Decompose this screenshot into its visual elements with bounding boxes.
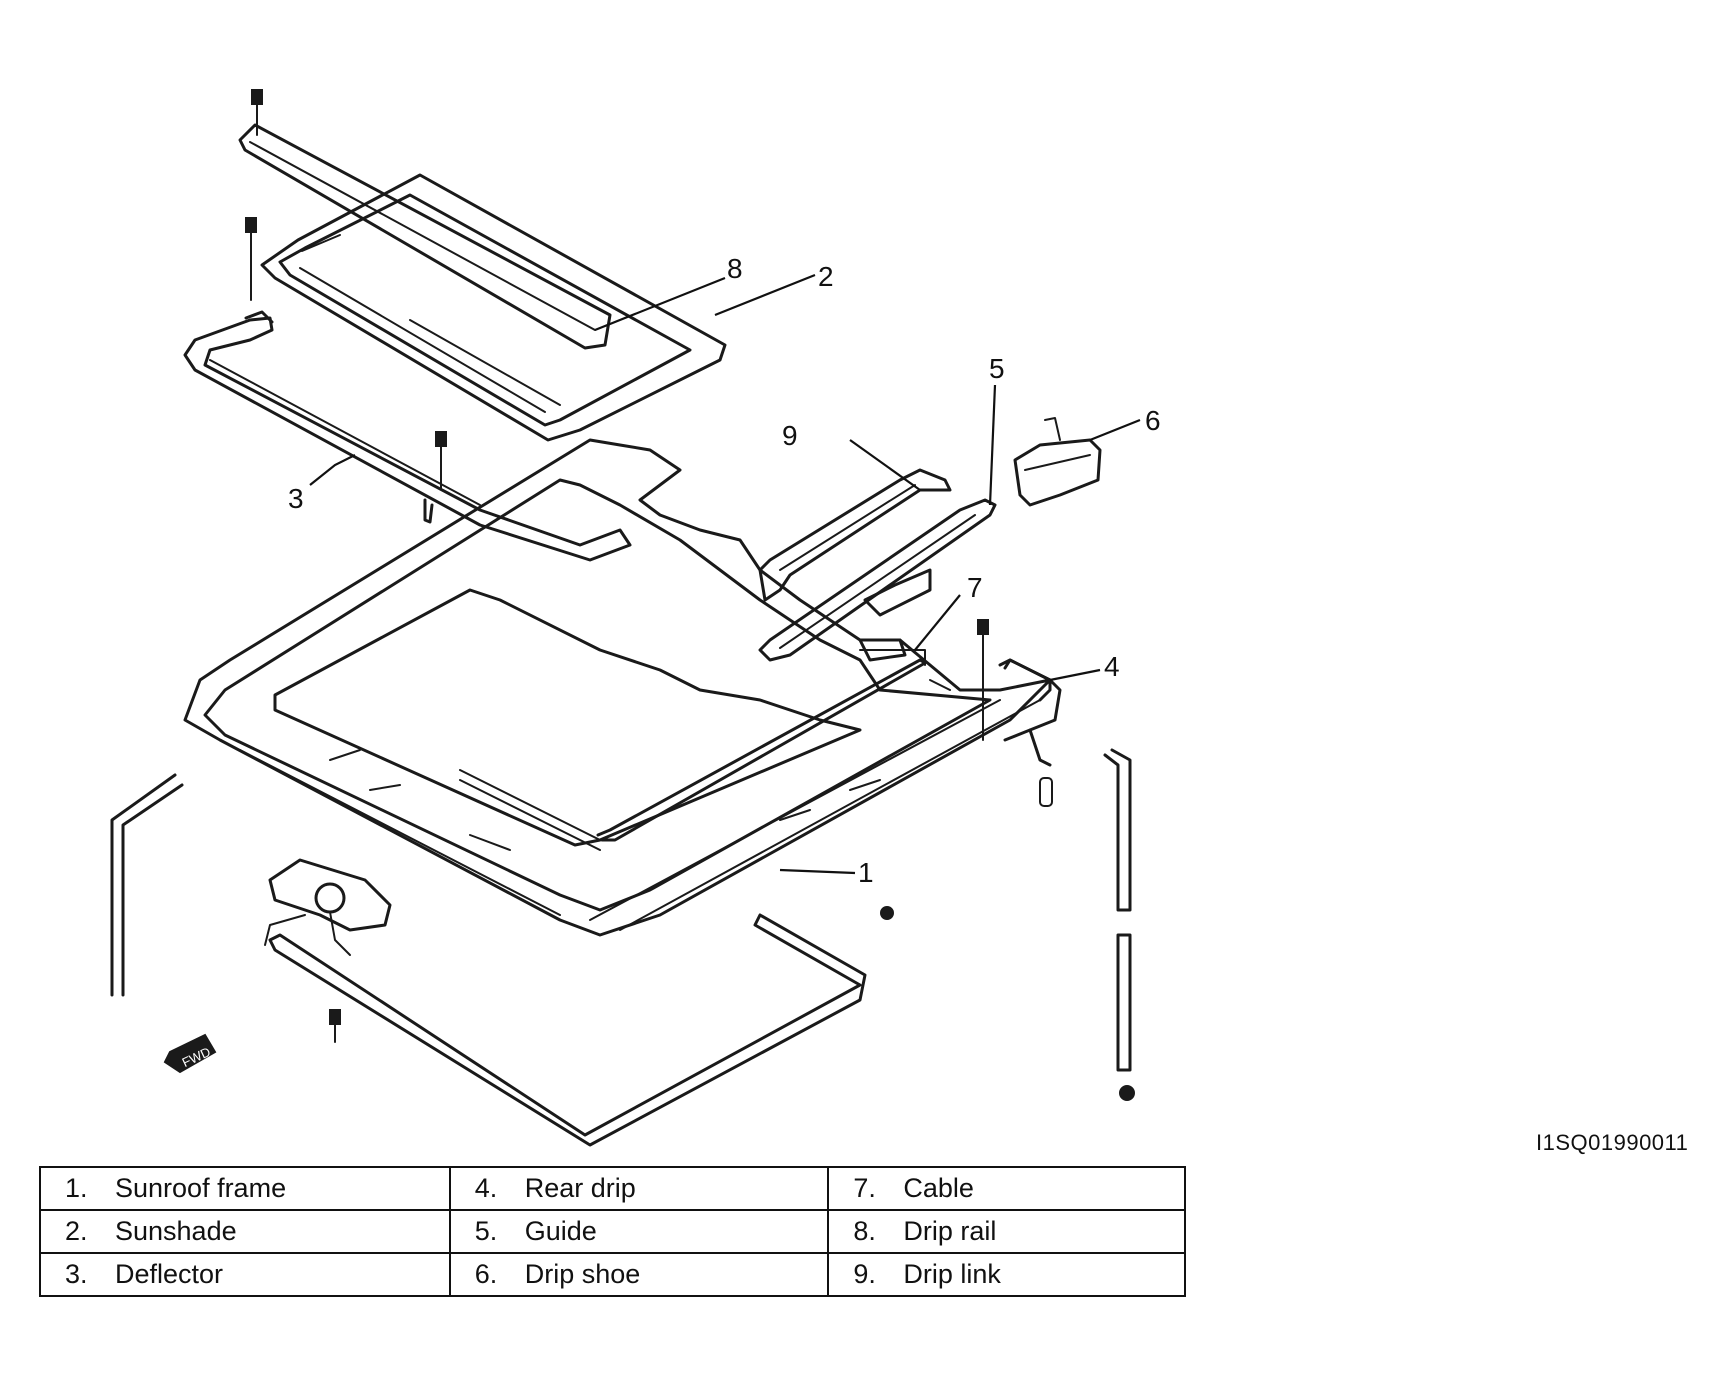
guide bbox=[758, 498, 997, 662]
callout-9: 9 bbox=[782, 420, 798, 451]
parts-legend-table: 1. Sunroof frame 4. Rear drip 7. Cable 2. Su… bbox=[39, 1166, 1186, 1297]
legend-part-name: Sunroof frame bbox=[115, 1173, 287, 1203]
drip-link bbox=[758, 468, 952, 602]
legend-cell: 4. Rear drip bbox=[448, 1166, 830, 1211]
legend-row: 2. Sunshade 5. Guide 8. Drip rail bbox=[39, 1209, 1186, 1254]
cable bbox=[596, 638, 951, 842]
rear-drip bbox=[1003, 658, 1062, 807]
legend-part-name: Rear drip bbox=[524, 1173, 636, 1203]
legend-cell: 9. Drip link bbox=[827, 1252, 1186, 1297]
legend-cell: 6. Drip shoe bbox=[448, 1252, 830, 1297]
callout-2: 2 bbox=[818, 261, 834, 292]
legend-part-name: Drip shoe bbox=[524, 1259, 641, 1289]
callout-6: 6 bbox=[1145, 405, 1161, 436]
motor-assembly bbox=[264, 858, 392, 1043]
legend-cell: 7. Cable bbox=[827, 1166, 1186, 1211]
callout-5: 5 bbox=[989, 353, 1005, 384]
legend-part-name: Sunshade bbox=[115, 1216, 237, 1246]
legend-number: 1. bbox=[65, 1173, 88, 1203]
legend-cell: 5. Guide bbox=[448, 1209, 830, 1254]
legend-part-name: Drip link bbox=[903, 1259, 1001, 1289]
legend-number: 6. bbox=[474, 1259, 498, 1289]
drip-rail bbox=[238, 89, 612, 350]
sunroof-frame bbox=[183, 438, 1052, 937]
legend-part-name: Drip rail bbox=[903, 1216, 997, 1246]
lower-trim bbox=[268, 913, 867, 1147]
legend-number: 4. bbox=[474, 1173, 498, 1203]
legend-cell: 1. Sunroof frame bbox=[39, 1166, 451, 1211]
legend-number: 9. bbox=[853, 1259, 876, 1289]
deflector bbox=[183, 217, 632, 562]
callout-1: 1 bbox=[858, 857, 874, 888]
figure-reference-code: I1SQ01990011 bbox=[1536, 1130, 1689, 1155]
legend-cell: 8. Drip rail bbox=[827, 1209, 1186, 1254]
legend-part-name: Guide bbox=[524, 1216, 597, 1246]
leader-lines bbox=[309, 273, 1141, 875]
legend-number: 3. bbox=[65, 1259, 88, 1289]
legend-number: 5. bbox=[474, 1216, 498, 1246]
legend-number: 8. bbox=[853, 1216, 876, 1246]
callout-3: 3 bbox=[288, 483, 304, 514]
legend-row: 1. Sunroof frame 4. Rear drip 7. Cable bbox=[39, 1166, 1186, 1211]
legend-cell: 2. Sunshade bbox=[39, 1209, 451, 1254]
legend-part-name: Deflector bbox=[115, 1259, 224, 1289]
drip-shoe bbox=[1013, 417, 1102, 507]
legend-number: 2. bbox=[65, 1216, 88, 1246]
callout-8: 8 bbox=[727, 253, 743, 284]
screw-fasteners bbox=[880, 619, 1135, 1101]
callout-4: 4 bbox=[1104, 651, 1120, 682]
fwd-arrow: FWD bbox=[163, 1033, 217, 1074]
legend-cell: 3. Deflector bbox=[39, 1252, 451, 1297]
callout-7: 7 bbox=[967, 572, 983, 603]
drain-hoses bbox=[110, 748, 1132, 1072]
legend-part-name: Cable bbox=[903, 1173, 974, 1203]
legend-number: 7. bbox=[853, 1173, 876, 1203]
sunshade bbox=[260, 173, 727, 442]
legend-row: 3. Deflector 6. Drip shoe 9. Drip link bbox=[39, 1252, 1186, 1297]
